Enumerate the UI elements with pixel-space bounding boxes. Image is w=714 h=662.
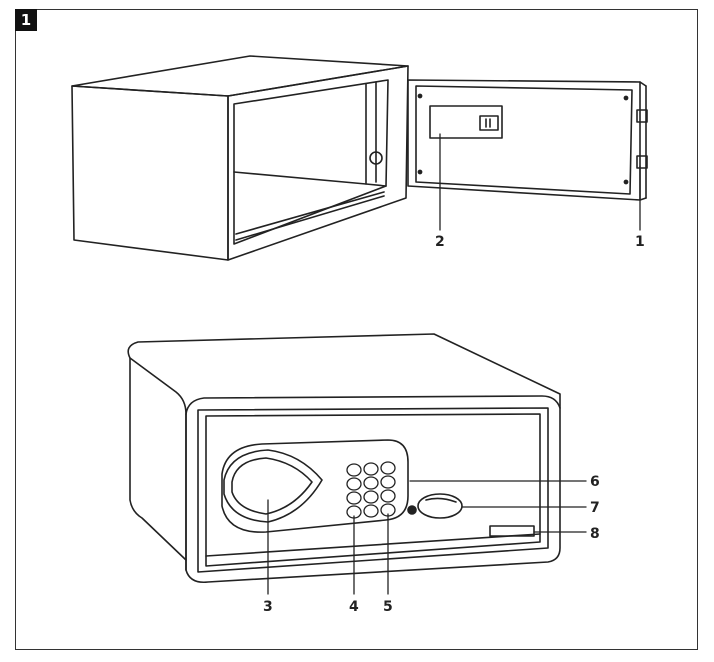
open-safe-door xyxy=(407,79,648,201)
closed-safe-body xyxy=(127,333,561,584)
callout-6: 6 xyxy=(590,474,600,490)
callout-1: 1 xyxy=(635,234,645,250)
callout-7: 7 xyxy=(590,500,600,516)
callout-8: 8 xyxy=(590,526,600,542)
figure-number-badge: 1 xyxy=(15,9,37,31)
lock-and-knob xyxy=(407,493,463,519)
callout-4: 4 xyxy=(349,599,359,615)
display-slot xyxy=(489,525,535,537)
callout-2: 2 xyxy=(435,234,445,250)
callout-5: 5 xyxy=(383,599,393,615)
closed-safe-handle xyxy=(221,439,409,533)
figure-frame xyxy=(15,9,698,650)
open-safe-body xyxy=(71,55,409,261)
callout-3: 3 xyxy=(263,599,273,615)
keypad xyxy=(346,461,396,519)
